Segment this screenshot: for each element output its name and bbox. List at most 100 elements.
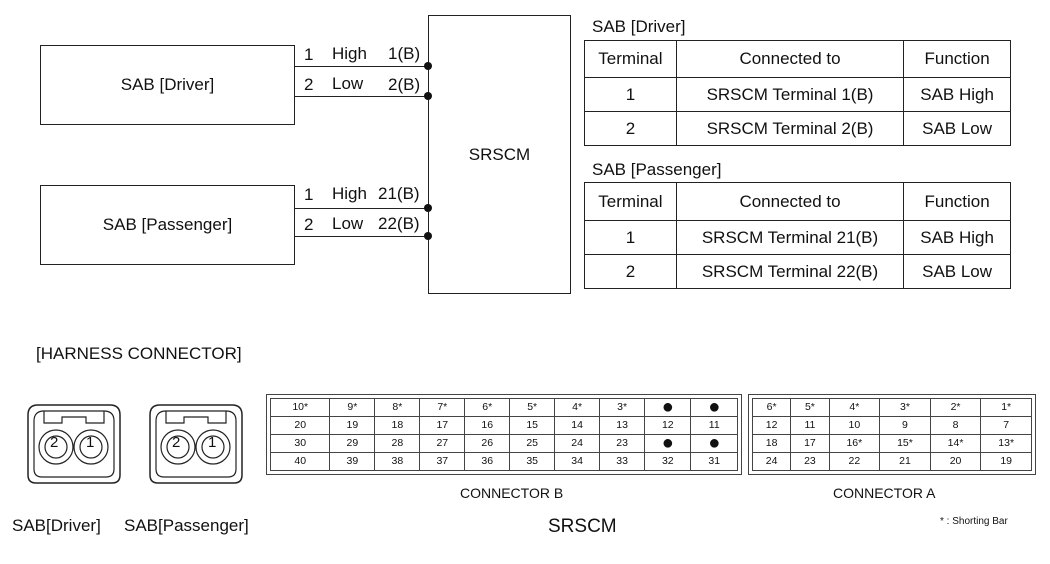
cell: 2: [584, 111, 677, 146]
connector-pin: 6*: [751, 398, 792, 417]
passenger-high-junction: [424, 204, 432, 212]
connector-pin: 24: [751, 452, 792, 471]
driver-high-num: 1: [304, 45, 314, 64]
connector-pin: 25: [509, 434, 556, 453]
plug-outline-icon: [27, 404, 121, 484]
pin-label: 2: [50, 434, 59, 451]
sab-passenger-caption: SAB[Passenger]: [124, 516, 249, 535]
connector-pin: 23: [790, 452, 830, 471]
driver-terminal-table: Terminal Connected to Function 1 SRSCM T…: [584, 40, 1011, 146]
sab-passenger-plug: 2 1: [140, 395, 250, 491]
sab-driver-plug: 2 1: [18, 395, 128, 491]
driver-high-wire: [294, 66, 428, 67]
connector-pin: 8: [929, 416, 982, 435]
table-row: 1 SRSCM Terminal 1(B) SAB High: [584, 77, 1011, 112]
cell: 1: [584, 77, 677, 112]
connector-pin: 18: [751, 434, 792, 453]
cell: SRSCM Terminal 21(B): [675, 220, 905, 255]
connector-pin: 24: [554, 434, 601, 453]
connector-pin: 5*: [509, 398, 556, 417]
connector-pin: ●: [644, 397, 692, 417]
connector-pin: 13*: [980, 434, 1032, 453]
passenger-low-pin: 22(B): [378, 214, 420, 233]
cell: 2: [584, 254, 677, 289]
sab-passenger-block: SAB [Passenger]: [40, 185, 295, 265]
connector-pin: 9*: [329, 398, 376, 417]
connector-pin: ●: [690, 397, 738, 417]
sab-driver-caption: SAB[Driver]: [12, 516, 101, 535]
driver-high-name: High: [332, 44, 367, 63]
driver-low-wire: [294, 96, 428, 97]
connector-pin: 5*: [790, 398, 830, 417]
passenger-high-pin: 21(B): [378, 184, 420, 203]
connector-pin: 19: [980, 452, 1032, 471]
shorting-bar-note: * : Shorting Bar: [940, 516, 1008, 527]
connector-pin: 22: [828, 452, 881, 471]
pin-label: 1: [86, 434, 95, 451]
header-terminal: Terminal: [584, 40, 677, 78]
passenger-table-title: SAB [Passenger]: [592, 160, 722, 179]
connector-b-label: CONNECTOR B: [460, 485, 564, 501]
cell: SAB Low: [903, 254, 1011, 289]
table-row: 2 SRSCM Terminal 2(B) SAB Low: [584, 111, 1011, 146]
connector-pin: ●: [644, 433, 692, 453]
connector-pin: 28: [374, 434, 421, 453]
passenger-low-wire: [294, 236, 428, 237]
passenger-low-junction: [424, 232, 432, 240]
passenger-high-name: High: [332, 184, 367, 203]
connector-pin: 20: [929, 452, 982, 471]
connector-pin: 29: [329, 434, 376, 453]
sab-driver-label: SAB [Driver]: [120, 75, 215, 94]
connector-a-label: CONNECTOR A: [833, 485, 936, 501]
connector-pin: 6*: [464, 398, 511, 417]
connector-pin: 35: [509, 452, 556, 471]
sab-driver-block: SAB [Driver]: [40, 45, 295, 125]
passenger-terminal-table: Terminal Connected to Function 1 SRSCM T…: [584, 182, 1011, 289]
passenger-low-num: 2: [304, 215, 314, 234]
driver-low-name: Low: [332, 74, 364, 93]
connector-pin: 16*: [828, 434, 881, 453]
header-function: Function: [903, 182, 1011, 221]
connector-pin: 9: [879, 416, 931, 435]
harness-title: [HARNESS CONNECTOR]: [36, 344, 242, 363]
connector-row: 6*5*4*3*2*1*: [751, 398, 1032, 417]
connector-pin: 2*: [929, 398, 982, 417]
plug-outline-icon: [149, 404, 243, 484]
cell: SAB High: [903, 220, 1011, 255]
connector-pin: 17: [419, 416, 466, 435]
header-connected-to: Connected to: [675, 182, 905, 221]
connector-pin: 12: [751, 416, 792, 435]
connector-pin: 3*: [599, 398, 646, 417]
passenger-low-name: Low: [332, 214, 364, 233]
connector-pin: 11: [690, 416, 738, 435]
connector-pin: 14: [554, 416, 601, 435]
cell: SRSCM Terminal 1(B): [675, 77, 905, 112]
connector-pin: 39: [329, 452, 376, 471]
driver-table-title: SAB [Driver]: [592, 17, 686, 36]
connector-pin: 36: [464, 452, 511, 471]
driver-low-pin: 2(B): [388, 75, 421, 94]
connector-pin: 15*: [879, 434, 931, 453]
connector-pin: 7*: [419, 398, 466, 417]
srscm-caption: SRSCM: [548, 516, 617, 537]
connector-pin: 16: [464, 416, 511, 435]
connector-pin: 40: [269, 452, 331, 471]
connector-pin: 33: [599, 452, 646, 471]
connector-pin: 13: [599, 416, 646, 435]
connector-pin: 30: [269, 434, 331, 453]
header-connected-to: Connected to: [675, 40, 905, 78]
srscm-block: SRSCM: [428, 15, 571, 294]
connector-pin: 17: [790, 434, 830, 453]
header-terminal: Terminal: [584, 182, 677, 221]
connector-pin: 10: [828, 416, 881, 435]
driver-high-pin: 1(B): [388, 44, 421, 63]
